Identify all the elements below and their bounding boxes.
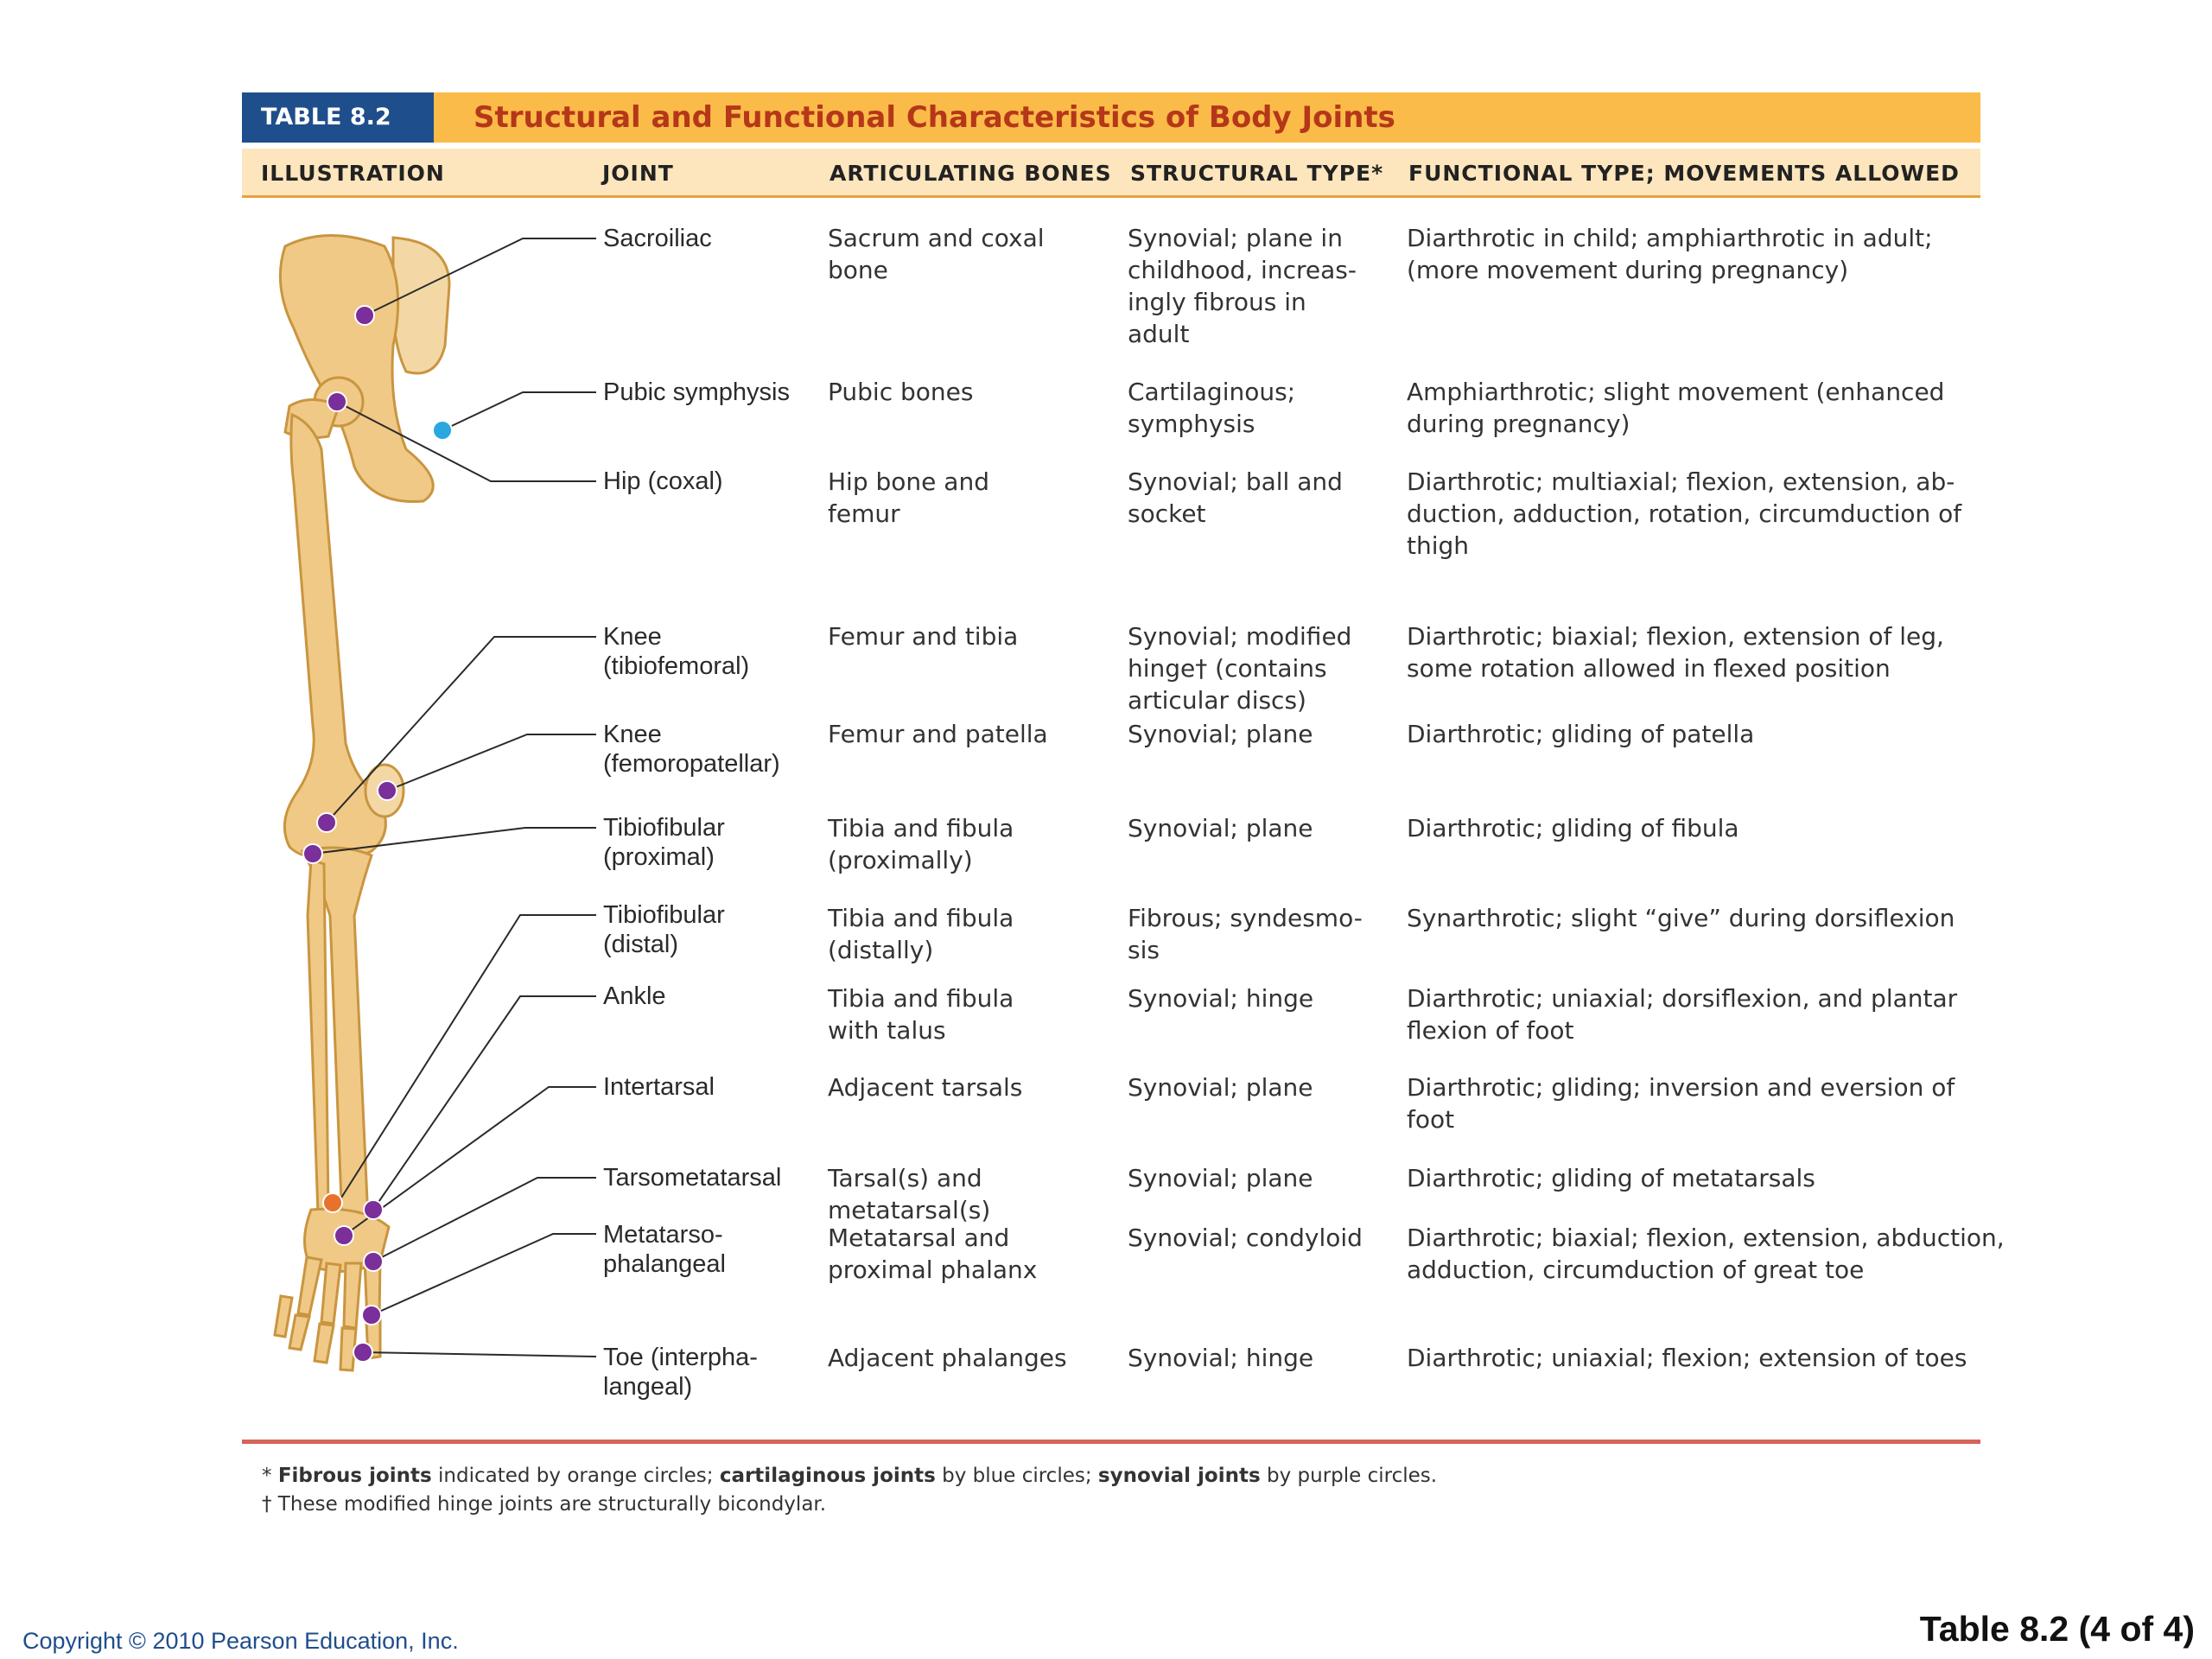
joint-cell: Knee (tibiofemoral) [603, 623, 750, 680]
pubic-symphysis-marker [432, 420, 453, 441]
joint-cell: Tibiofibular (distal) [603, 901, 725, 958]
functional-cell: Diarthrotic; gliding of metatarsals [1407, 1164, 1815, 1192]
slide-label: Table 8.2 (4 of 4) [1919, 1609, 2195, 1649]
knee-femoropatellar-marker [377, 780, 397, 801]
bones-cell: Tibia and fibula (proximally) [828, 814, 1014, 874]
metatarsophalangeal-marker [361, 1305, 382, 1325]
functional-cell: Diarthrotic in child; amphiarthrotic in … [1407, 224, 1933, 284]
header-joint: JOINT [602, 161, 674, 186]
joint-cell: Hip (coxal) [603, 467, 723, 495]
ankle-marker [363, 1199, 384, 1220]
structural-cell: Synovial; modified hinge† (contains arti… [1128, 622, 1352, 715]
joint-cell: Knee (femoropatellar) [603, 721, 780, 778]
structural-cell: Synovial; plane [1128, 1073, 1313, 1102]
footnote-joint-types: * Fibrous joints indicated by orange cir… [262, 1465, 1438, 1487]
intertarsal-marker [334, 1225, 354, 1246]
column-header-row: ILLUSTRATION JOINT ARTICULATING BONES ST… [242, 149, 1980, 198]
structural-cell: Cartilaginous; symphysis [1128, 378, 1296, 438]
joint-cell: Metatarso- phalangeal [603, 1221, 726, 1278]
hip-marker [327, 391, 347, 412]
tarsometatarsal-marker [363, 1251, 384, 1272]
joint-cell: Pubic symphysis [603, 378, 790, 406]
bones-cell: Metatarsal and proximal phalanx [828, 1224, 1038, 1284]
joint-leader-lines [302, 238, 597, 1363]
joint-cell: Ankle [603, 982, 666, 1010]
functional-cell: Amphiarthrotic; slight movement (enhance… [1407, 378, 1945, 438]
bones-cell: Hip bone and femur [828, 467, 989, 528]
bones-cell: Adjacent tarsals [828, 1073, 1023, 1102]
copyright-notice: Copyright © 2010 Pearson Education, Inc. [22, 1628, 459, 1654]
header-functional-type: FUNCTIONAL TYPE; MOVEMENTS ALLOWED [1408, 161, 1960, 186]
functional-cell: Diarthrotic; multiaxial; flexion, extens… [1407, 467, 1962, 560]
bones-cell: Tibia and fibula with talus [828, 984, 1014, 1045]
header-articulating-bones: ARTICULATING BONES [830, 161, 1112, 186]
bones-cell: Pubic bones [828, 378, 974, 406]
header-structural-type: STRUCTURAL TYPE* [1130, 161, 1384, 186]
functional-cell: Diarthrotic; gliding; inversion and ever… [1407, 1073, 1955, 1134]
bones-cell: Femur and tibia [828, 622, 1019, 651]
joint-cell: Sacroiliac [603, 225, 712, 252]
bones-cell: Sacrum and coxal bone [828, 224, 1045, 284]
table-bottom-rule [242, 1440, 1980, 1444]
functional-cell: Diarthrotic; biaxial; flexion, extension… [1407, 1224, 2005, 1284]
structural-cell: Synovial; plane in childhood, increas- i… [1128, 224, 1357, 348]
functional-cell: Diarthrotic; gliding of fibula [1407, 814, 1739, 842]
joint-cell: Tibiofibular (proximal) [603, 814, 725, 871]
table-number: TABLE 8.2 [242, 92, 434, 143]
bones-cell: Femur and patella [828, 720, 1048, 748]
interphalangeal-marker [353, 1342, 373, 1363]
structural-cell: Synovial; plane [1128, 814, 1313, 842]
structural-cell: Synovial; plane [1128, 720, 1313, 748]
joint-cell: Intertarsal [603, 1073, 715, 1101]
bones-cell: Adjacent phalanges [828, 1344, 1067, 1372]
bones-cell: Tarsal(s) and metatarsal(s) [828, 1164, 991, 1224]
structural-cell: Synovial; condyloid [1128, 1224, 1363, 1252]
sacroiliac-marker [354, 305, 375, 326]
tibiofibular-distal-marker [322, 1192, 343, 1213]
footnote-bicondylar: † These modified hinge joints are struct… [262, 1493, 827, 1516]
knee-tibiofemoral-marker [316, 812, 337, 833]
functional-cell: Diarthrotic; gliding of patella [1407, 720, 1755, 748]
joint-cell: Tarsometatarsal [603, 1164, 782, 1192]
structural-cell: Synovial; hinge [1128, 984, 1314, 1013]
structural-cell: Synovial; plane [1128, 1164, 1313, 1192]
functional-cell: Synarthrotic; slight “give” during dorsi… [1407, 904, 1955, 932]
tibiofibular-proximal-marker [302, 843, 323, 864]
lower-limb-skeleton-illustration [273, 234, 451, 1372]
functional-cell: Diarthrotic; biaxial; flexion, extension… [1407, 622, 1944, 683]
functional-cell: Diarthrotic; uniaxial; flexion; extensio… [1407, 1344, 1967, 1372]
joint-cell: Toe (interpha- langeal) [603, 1344, 758, 1401]
table-title: Structural and Functional Characteristic… [434, 92, 1980, 143]
structural-cell: Synovial; hinge [1128, 1344, 1314, 1372]
header-illustration: ILLUSTRATION [261, 161, 445, 186]
functional-cell: Diarthrotic; uniaxial; dorsiflexion, and… [1407, 984, 1958, 1045]
structural-cell: Fibrous; syndesmo- sis [1128, 904, 1363, 964]
bones-cell: Tibia and fibula (distally) [828, 904, 1014, 964]
structural-cell: Synovial; ball and socket [1128, 467, 1343, 528]
